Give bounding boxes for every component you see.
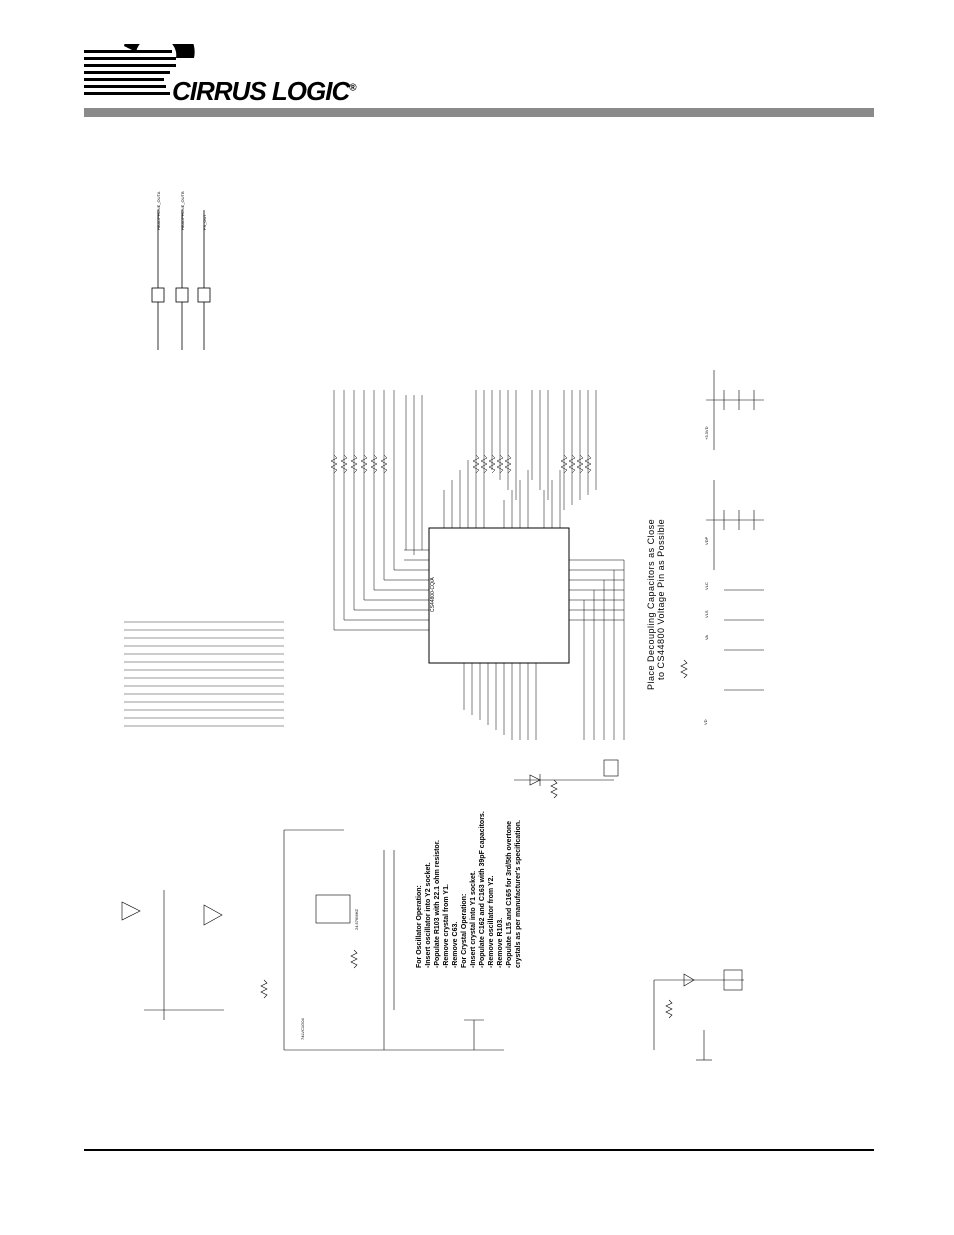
headphone-net-a: HEADPHONE_OUTA [156,192,161,230]
cirrus-logic-logo [84,44,195,95]
oscillator-note: For Oscillator Operation: -Insert oscill… [415,811,523,968]
net-label: FS_OUT [202,214,207,230]
part-label: 24.576MHZ [354,909,359,930]
decoupling-note-line-2: to CS44800 Voltage Pin as Possible [656,518,666,680]
osc-note-line: For Oscillator Operation: [416,885,423,968]
net-label: HEADPHONE_OUTB [180,191,185,230]
osc-note-line: -Remove oscillator from Y2. [488,875,495,968]
osc-note-line: -Populate C162 and C163 with 39pF capaci… [479,811,486,968]
power-label-va: VA [704,635,709,640]
right-net-lines [583,560,625,740]
fs-out-net: FS_OUT [202,214,207,230]
osc-note-line: crystals as per manufacturer's specifica… [515,820,522,968]
power-label-3v3: +3.3VD [704,427,709,440]
net-label: HEADPHONE_OUTA [156,191,161,230]
power-label-vlc: VLC [704,582,709,590]
power-label: VD [703,719,708,725]
brand-wordmark: CIRRUS LOGIC® [172,76,357,107]
osc-part-label: 74LVC1G04 [300,1018,305,1040]
power-label: +3.3VD [704,426,709,440]
osc-note-line: -Remove crystal from Y1. [443,884,450,968]
resistor-row-top [330,454,592,474]
power-label-vls: VLS [704,610,709,618]
main-chip [404,440,624,740]
part-label: 74LVC1G04 [300,1018,305,1040]
registered-mark: ® [349,82,356,94]
decoupling-note: Place Decoupling Capacitors as Close to … [646,519,666,690]
schematic-drawing [121,210,764,1061]
mute-circuit [653,969,744,1061]
chip-label: CS44800-CQ/A [430,577,436,612]
osc-note-line: -Remove R103. [497,917,504,968]
led-circuit [514,759,619,799]
decoupling-caps [680,370,764,691]
power-label: VLC [704,582,709,590]
left-signal-list [124,621,284,727]
osc-note-line: For Crystal Operation: [461,893,468,968]
oscillator-circuit [121,829,504,1051]
xtal-part-label: 24.576MHZ [354,909,359,930]
power-label-vdp: VDP [704,537,709,545]
headphone-connectors [151,210,211,350]
power-label: VDP [704,536,709,545]
power-label-vd: VD [703,719,708,725]
osc-note-line: -Insert oscillator into Y2 socket. [425,862,432,968]
power-label: VA [704,634,709,640]
power-label: VLS [704,610,709,618]
osc-note-line: -Insert crystal into Y1 socket. [470,870,477,968]
header-bar [84,108,874,117]
osc-note-line: -Populate L15 and C165 for 3rd/5th overt… [506,820,513,968]
decoupling-note-line-1: Place Decoupling Capacitors as Close [646,518,656,690]
chip-part-number: CS44800-CQ/A [430,577,436,612]
osc-note-line: -Remove C63. [452,921,459,968]
footer-rule [84,1149,874,1151]
headphone-net-b: HEADPHONE_OUTB [180,191,185,230]
brand-name: CIRRUS LOGIC [172,76,350,106]
osc-note-line: -Populate R103 with 22.1 ohm resistor. [434,840,441,968]
top-net-bundles [333,390,597,631]
